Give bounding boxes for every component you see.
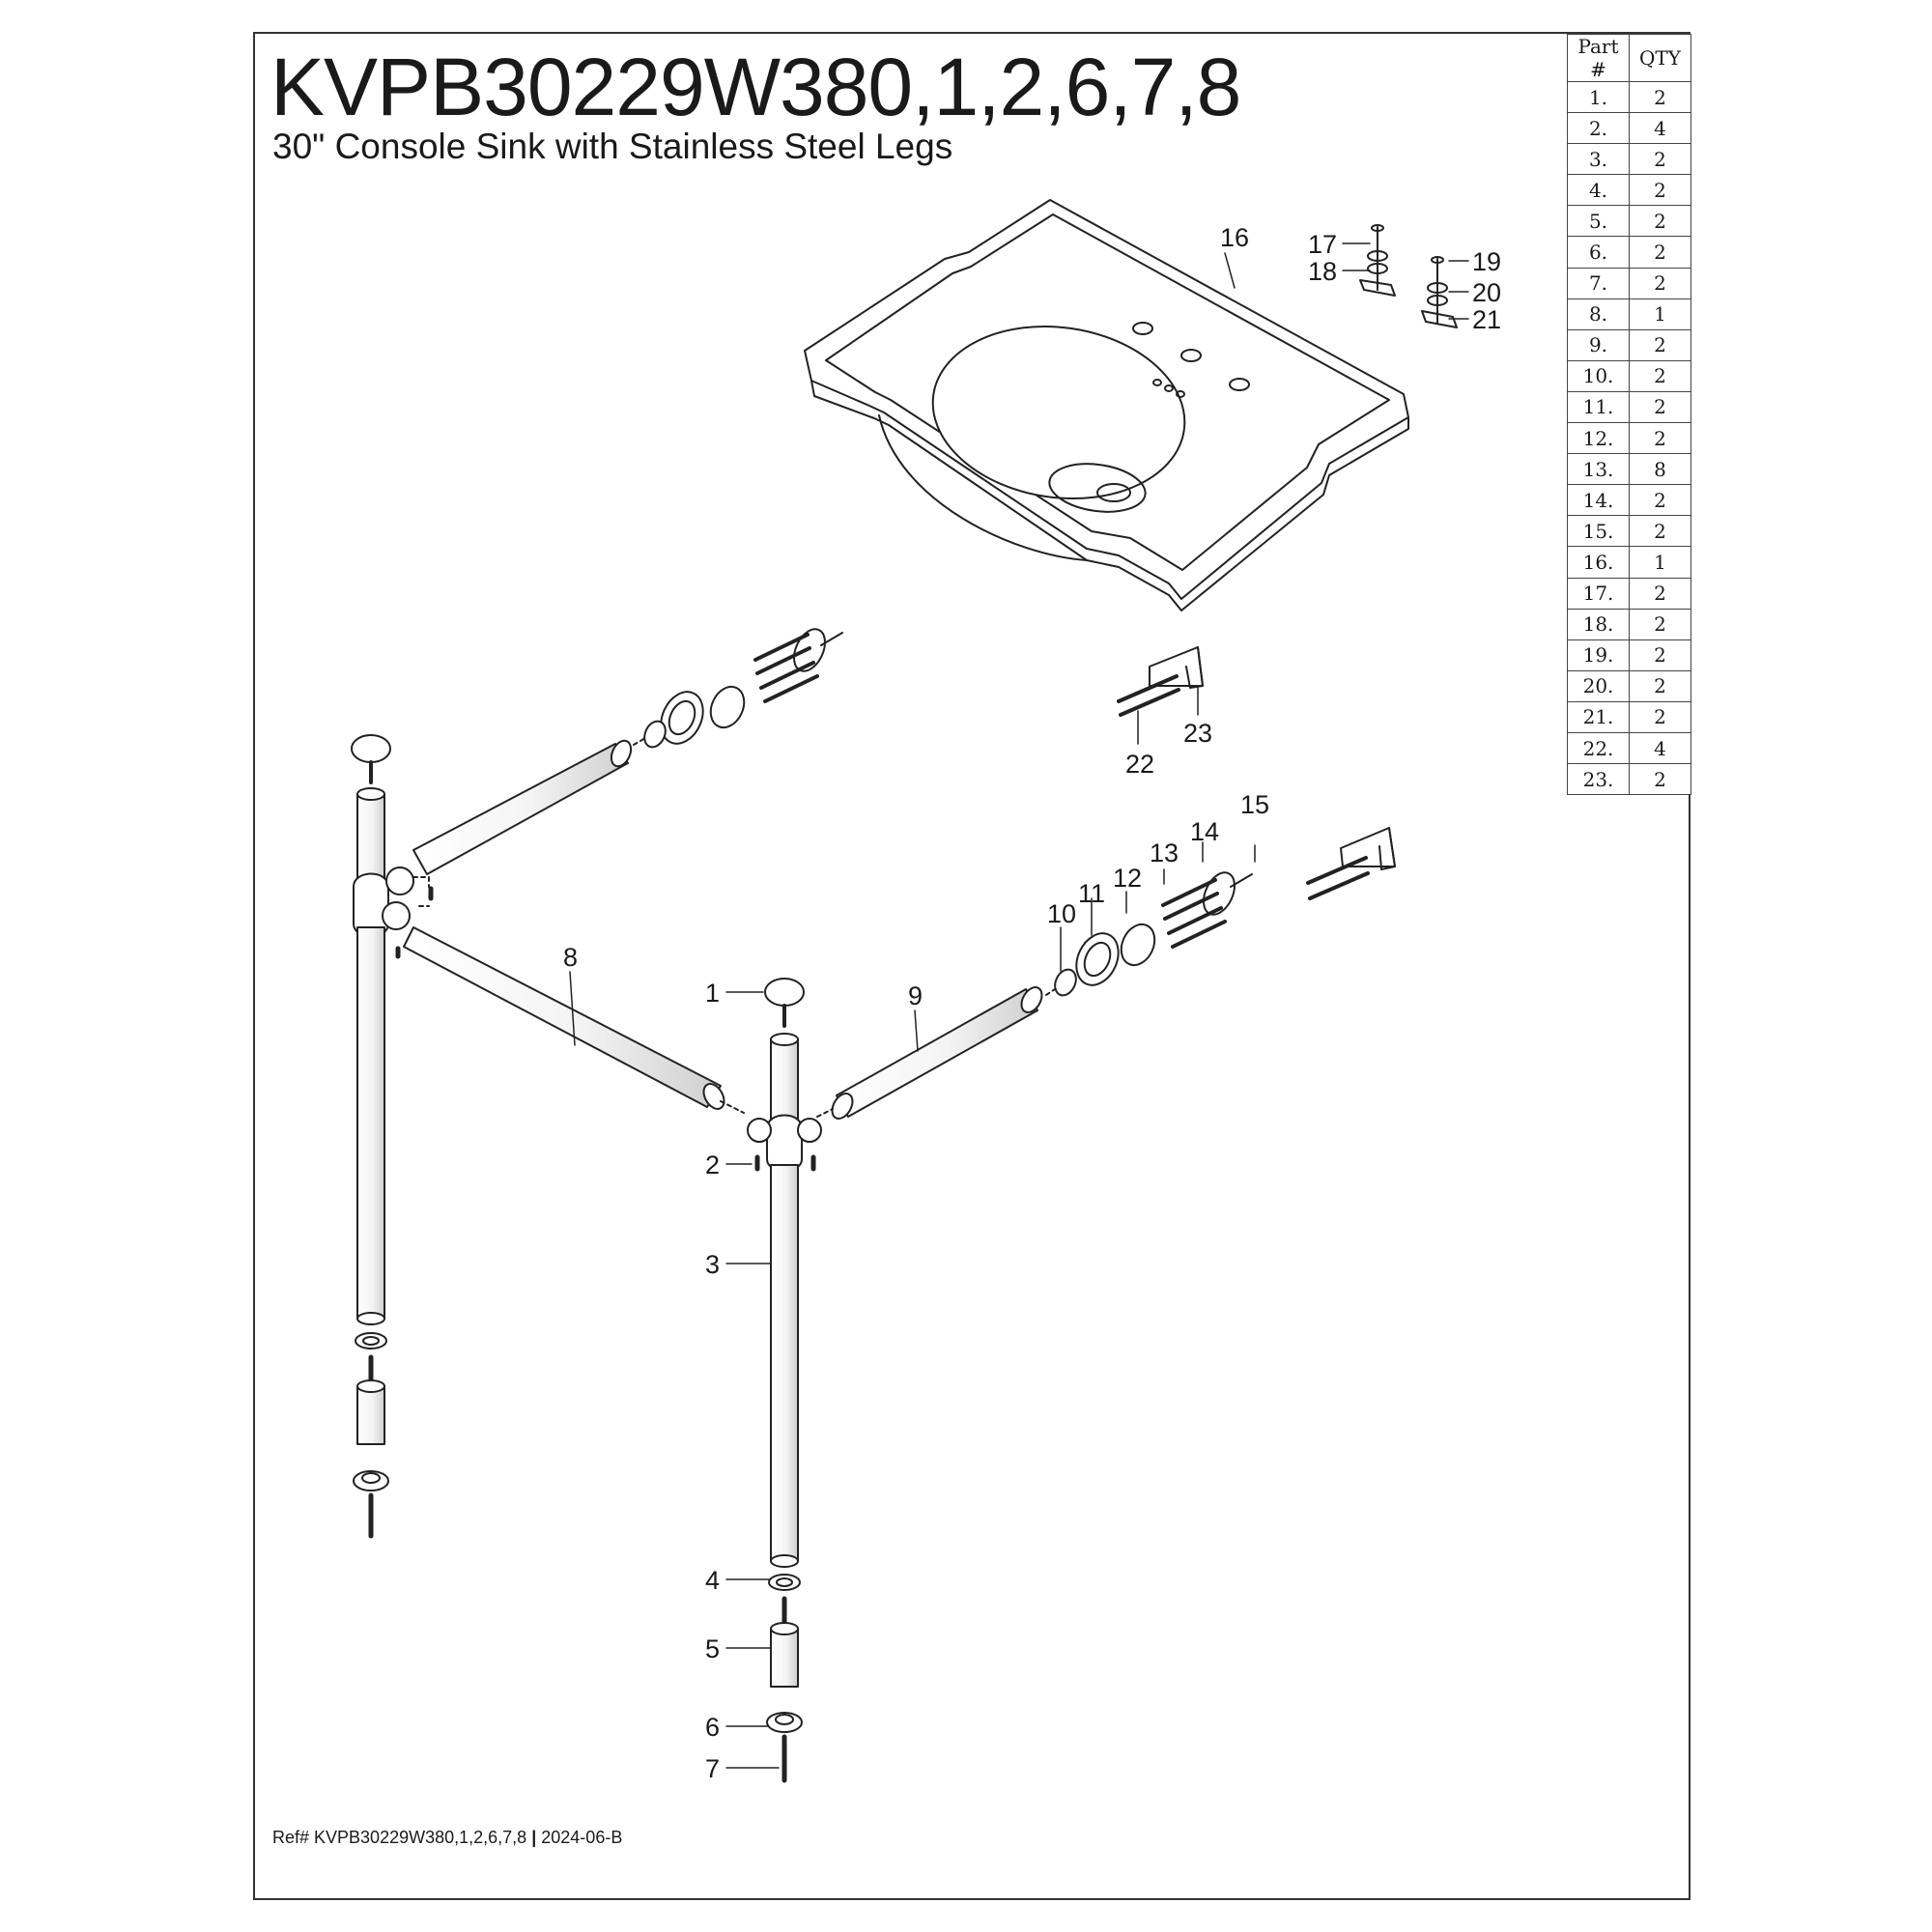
bracket-lower — [1306, 827, 1396, 900]
callout-4: 4 — [705, 1566, 720, 1595]
reference-separator: | — [531, 1828, 537, 1847]
header-part: Part # — [1567, 34, 1630, 82]
header-qty: QTY — [1629, 34, 1691, 82]
table-row: 8.1 — [1567, 298, 1691, 330]
table-row: 2.4 — [1567, 112, 1691, 145]
part-number-cell: 13. — [1567, 453, 1630, 486]
part-number-cell: 21. — [1567, 700, 1630, 733]
table-row: 5.2 — [1567, 205, 1691, 238]
table-row: 4.2 — [1567, 174, 1691, 207]
quantity-cell: 2 — [1629, 236, 1691, 269]
callout-8: 8 — [563, 943, 578, 972]
part-number-cell: 3. — [1567, 143, 1630, 176]
front-leg — [747, 978, 822, 1783]
quantity-cell: 2 — [1629, 359, 1691, 392]
quantity-cell: 2 — [1629, 577, 1691, 610]
part-number-cell: 15. — [1567, 515, 1630, 548]
callout-6: 6 — [705, 1713, 720, 1742]
quantity-cell: 4 — [1629, 112, 1691, 145]
callout-11: 11 — [1078, 879, 1105, 908]
callout-7: 7 — [705, 1754, 720, 1783]
quantity-cell: 2 — [1629, 174, 1691, 207]
callout-16: 16 — [1220, 223, 1249, 252]
callout-13: 13 — [1150, 838, 1179, 867]
callout-5: 5 — [705, 1634, 720, 1663]
callout-21: 21 — [1472, 305, 1501, 334]
horizontal-bar-9 — [816, 986, 1043, 1120]
table-row: 12.2 — [1567, 422, 1691, 455]
lower-wall-mount — [1045, 871, 1253, 997]
table-row: 6.2 — [1567, 236, 1691, 269]
sink-basin — [804, 199, 1409, 611]
faucet-bolt-19-21 — [1421, 256, 1458, 328]
reference-footer: Ref# KVPB30229W380,1,2,6,7,8 | 2024-06-B — [272, 1828, 622, 1848]
callout-19: 19 — [1472, 247, 1501, 276]
quantity-cell: 4 — [1629, 731, 1691, 765]
reference-date: 2024-06-B — [541, 1828, 623, 1847]
table-row: 16.1 — [1567, 546, 1691, 579]
callout-2: 2 — [705, 1151, 720, 1179]
callout-labels: 16 17 18 19 20 21 23 22 15 14 13 12 11 1… — [563, 223, 1501, 1783]
part-number-cell: 5. — [1567, 205, 1630, 238]
callout-18: 18 — [1308, 257, 1337, 286]
callout-12: 12 — [1113, 864, 1142, 893]
quantity-cell: 1 — [1629, 546, 1691, 579]
table-row: 22.4 — [1567, 731, 1691, 765]
faucet-bolt-17-18 — [1359, 224, 1396, 297]
quantity-cell: 2 — [1629, 390, 1691, 424]
callout-15: 15 — [1240, 790, 1269, 819]
parts-table-header: Part # QTY — [1567, 34, 1691, 82]
part-number-cell: 6. — [1567, 236, 1630, 269]
quantity-cell: 2 — [1629, 639, 1691, 671]
callout-20: 20 — [1472, 278, 1501, 307]
part-number-cell: 1. — [1567, 80, 1630, 114]
part-number-cell: 4. — [1567, 174, 1630, 207]
part-number-cell: 12. — [1567, 422, 1630, 455]
leader-lines — [569, 242, 1469, 1769]
part-number-cell: 10. — [1567, 359, 1630, 392]
upper-wall-mount — [412, 628, 843, 875]
callout-9: 9 — [908, 981, 923, 1010]
callout-14: 14 — [1190, 817, 1219, 846]
part-number-cell: 14. — [1567, 484, 1630, 517]
back-left-leg — [351, 734, 434, 1539]
quantity-cell: 2 — [1629, 422, 1691, 455]
callout-3: 3 — [705, 1250, 720, 1279]
callout-1: 1 — [705, 979, 720, 1008]
drawing-frame — [253, 32, 1690, 1900]
table-row: 23.2 — [1567, 763, 1691, 796]
reference-label: Ref# KVPB30229W380,1,2,6,7,8 — [272, 1828, 527, 1847]
callout-10: 10 — [1047, 899, 1076, 928]
part-number-cell: 9. — [1567, 328, 1630, 361]
quantity-cell: 2 — [1629, 205, 1691, 238]
quantity-cell: 2 — [1629, 763, 1691, 796]
part-number-cell: 22. — [1567, 731, 1630, 765]
callout-23: 23 — [1183, 719, 1212, 748]
part-number-cell: 19. — [1567, 639, 1630, 671]
page-title: KVPB30229W380,1,2,6,7,8 — [270, 42, 1241, 132]
table-row: 14.2 — [1567, 484, 1691, 517]
table-row: 10.2 — [1567, 359, 1691, 392]
table-row: 3.2 — [1567, 143, 1691, 176]
horizontal-bar-8 — [403, 926, 745, 1114]
part-number-cell: 16. — [1567, 546, 1630, 579]
part-number-cell: 2. — [1567, 112, 1630, 145]
table-row: 9.2 — [1567, 328, 1691, 361]
callout-17: 17 — [1308, 230, 1337, 259]
table-row: 19.2 — [1567, 639, 1691, 671]
quantity-cell: 2 — [1629, 484, 1691, 517]
quantity-cell: 2 — [1629, 328, 1691, 361]
table-row: 1.2 — [1567, 80, 1691, 114]
callout-22: 22 — [1125, 750, 1154, 779]
quantity-cell: 2 — [1629, 80, 1691, 114]
page-subtitle: 30" Console Sink with Stainless Steel Le… — [272, 127, 953, 166]
quantity-cell: 2 — [1629, 267, 1691, 299]
bracket-upper — [1117, 646, 1204, 717]
